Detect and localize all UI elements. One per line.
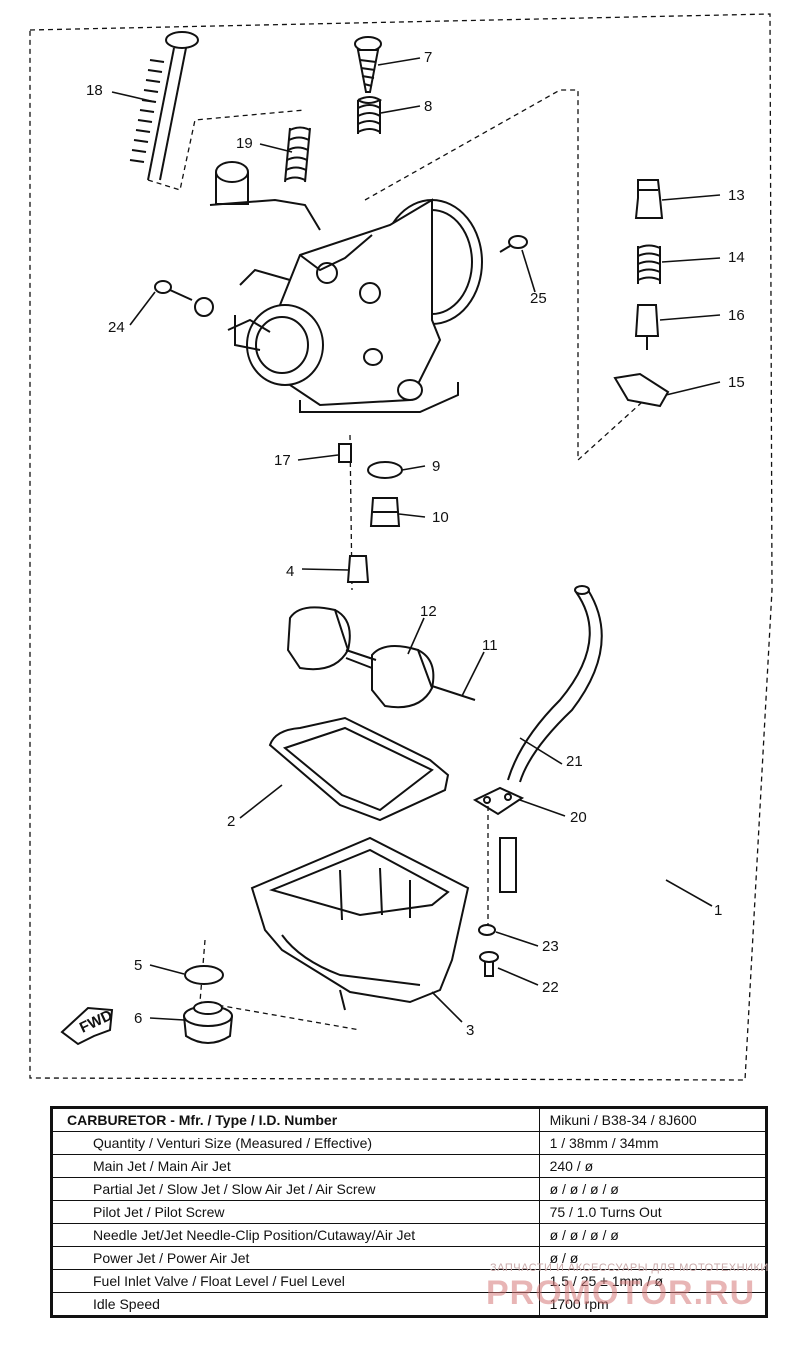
leader-lines: [111, 57, 721, 1023]
part-2-gasket: [268, 716, 450, 822]
table-header-label: CARBURETOR - Mfr. / Type / I.D. Number: [51, 1107, 540, 1132]
table-row-value: 1700 rpm: [538, 1292, 768, 1317]
table-row: Partial Jet / Slow Jet / Slow Air Jet / …: [51, 1177, 768, 1201]
part-8-spring: [357, 96, 383, 134]
callout-18: 18: [86, 82, 103, 99]
fwd-arrow-icon: FWD: [60, 1007, 115, 1046]
part-22-screw: [479, 951, 499, 977]
callout-1: 1: [714, 902, 722, 919]
callout-10: 10: [432, 509, 449, 526]
table-row-label: Partial Jet / Slow Jet / Slow Air Jet / …: [51, 1177, 540, 1201]
table-row-label: Idle Speed: [51, 1292, 540, 1317]
table-row: Pilot Jet / Pilot Screw 75 / 1.0 Turns O…: [51, 1200, 768, 1224]
table-row-label: Pilot Jet / Pilot Screw: [51, 1200, 540, 1224]
table-row-value: ø / ø / ø / ø: [538, 1177, 768, 1201]
callout-14: 14: [728, 249, 745, 266]
part-13-valve-seat: [634, 179, 664, 219]
table-row-value: 240 / ø: [538, 1154, 768, 1178]
part-9-o-ring: [367, 461, 403, 479]
part-5-o-ring: [184, 965, 224, 985]
part-24-screw: [154, 280, 214, 317]
part-17-plug: [338, 443, 352, 463]
callout-19: 19: [236, 135, 253, 152]
part-20-plate: [472, 786, 525, 893]
callout-20: 20: [570, 809, 587, 826]
callout-15: 15: [728, 374, 745, 391]
table-row: Idle Speed 1700 rpm: [51, 1292, 768, 1317]
part-7-screw: [354, 36, 382, 93]
part-21-hose: [507, 585, 603, 783]
part-11-float-pin: [431, 685, 476, 701]
table-row: Needle Jet/Jet Needle-Clip Position/Cuta…: [51, 1223, 768, 1247]
table-row-value: ø / ø: [538, 1246, 768, 1270]
callout-13: 13: [728, 187, 745, 204]
part-18-long-screw: [129, 31, 199, 181]
callout-2: 2: [227, 813, 235, 830]
callout-21: 21: [566, 753, 583, 770]
table-row-label: Needle Jet/Jet Needle-Clip Position/Cuta…: [51, 1223, 540, 1247]
table-header-value: Mikuni / B38-34 / 8J600: [538, 1107, 768, 1132]
callout-labels: 1 2 3 4 5 6 7 8 9 10 11 12 13 14 15 16 1…: [86, 49, 745, 1039]
part-14-spring: [637, 244, 661, 284]
callout-5: 5: [134, 957, 142, 974]
callout-9: 9: [432, 458, 440, 475]
part-10-jet: [369, 497, 401, 527]
part-6-drain-plug: [183, 1001, 233, 1044]
table-row-label: Quantity / Venturi Size (Measured / Effe…: [51, 1131, 540, 1155]
part-25-screw: [499, 235, 528, 253]
callout-6: 6: [134, 1010, 142, 1027]
part-carburetor-body: [209, 161, 483, 413]
part-19-spring: [284, 126, 311, 183]
callout-16: 16: [728, 307, 745, 324]
callout-8: 8: [424, 98, 432, 115]
table-header-row: CARBURETOR - Mfr. / Type / I.D. Number M…: [51, 1107, 768, 1132]
callout-25: 25: [530, 290, 547, 307]
table-row: Fuel Inlet Valve / Float Level / Fuel Le…: [51, 1269, 768, 1293]
callout-7: 7: [424, 49, 432, 66]
table-row-value: ø / ø / ø / ø: [538, 1223, 768, 1247]
callout-22: 22: [542, 979, 559, 996]
table-row-value: 75 / 1.0 Turns Out: [538, 1200, 768, 1224]
table-row-label: Main Jet / Main Air Jet: [51, 1154, 540, 1178]
assembly-boundary: [29, 13, 773, 1081]
part-15-clip-plate: [613, 372, 670, 408]
callout-4: 4: [286, 563, 294, 580]
callout-17: 17: [274, 452, 291, 469]
callout-3: 3: [466, 1022, 474, 1039]
table-row-label: Power Jet / Power Air Jet: [51, 1246, 540, 1270]
guide-line-bowl: [199, 939, 361, 1031]
table-row: Main Jet / Main Air Jet 240 / ø: [51, 1154, 768, 1178]
callout-11: 11: [482, 637, 498, 654]
callout-23: 23: [542, 938, 559, 955]
table-row-value: 1 / 38mm / 34mm: [538, 1131, 768, 1155]
part-12-float: [286, 606, 435, 709]
part-23-washer: [478, 924, 496, 936]
carburetor-exploded-diagram: FWD 1 2 3 4 5 6 7 8: [29, 13, 773, 1081]
part-16-needle-valve: [634, 304, 660, 350]
table-row-label: Fuel Inlet Valve / Float Level / Fuel Le…: [51, 1269, 540, 1293]
table-row-value: 1.5 / 25 ± 1mm / ø: [538, 1269, 768, 1293]
table-row: Power Jet / Power Air Jet ø / ø: [51, 1246, 768, 1270]
part-3-float-bowl: [250, 836, 470, 1011]
carburetor-spec-table: CARBURETOR - Mfr. / Type / I.D. Number M…: [50, 1106, 768, 1318]
table-row: Quantity / Venturi Size (Measured / Effe…: [51, 1131, 768, 1155]
callout-24: 24: [108, 319, 125, 336]
part-4-main-jet: [346, 555, 370, 583]
callout-12: 12: [420, 603, 437, 620]
